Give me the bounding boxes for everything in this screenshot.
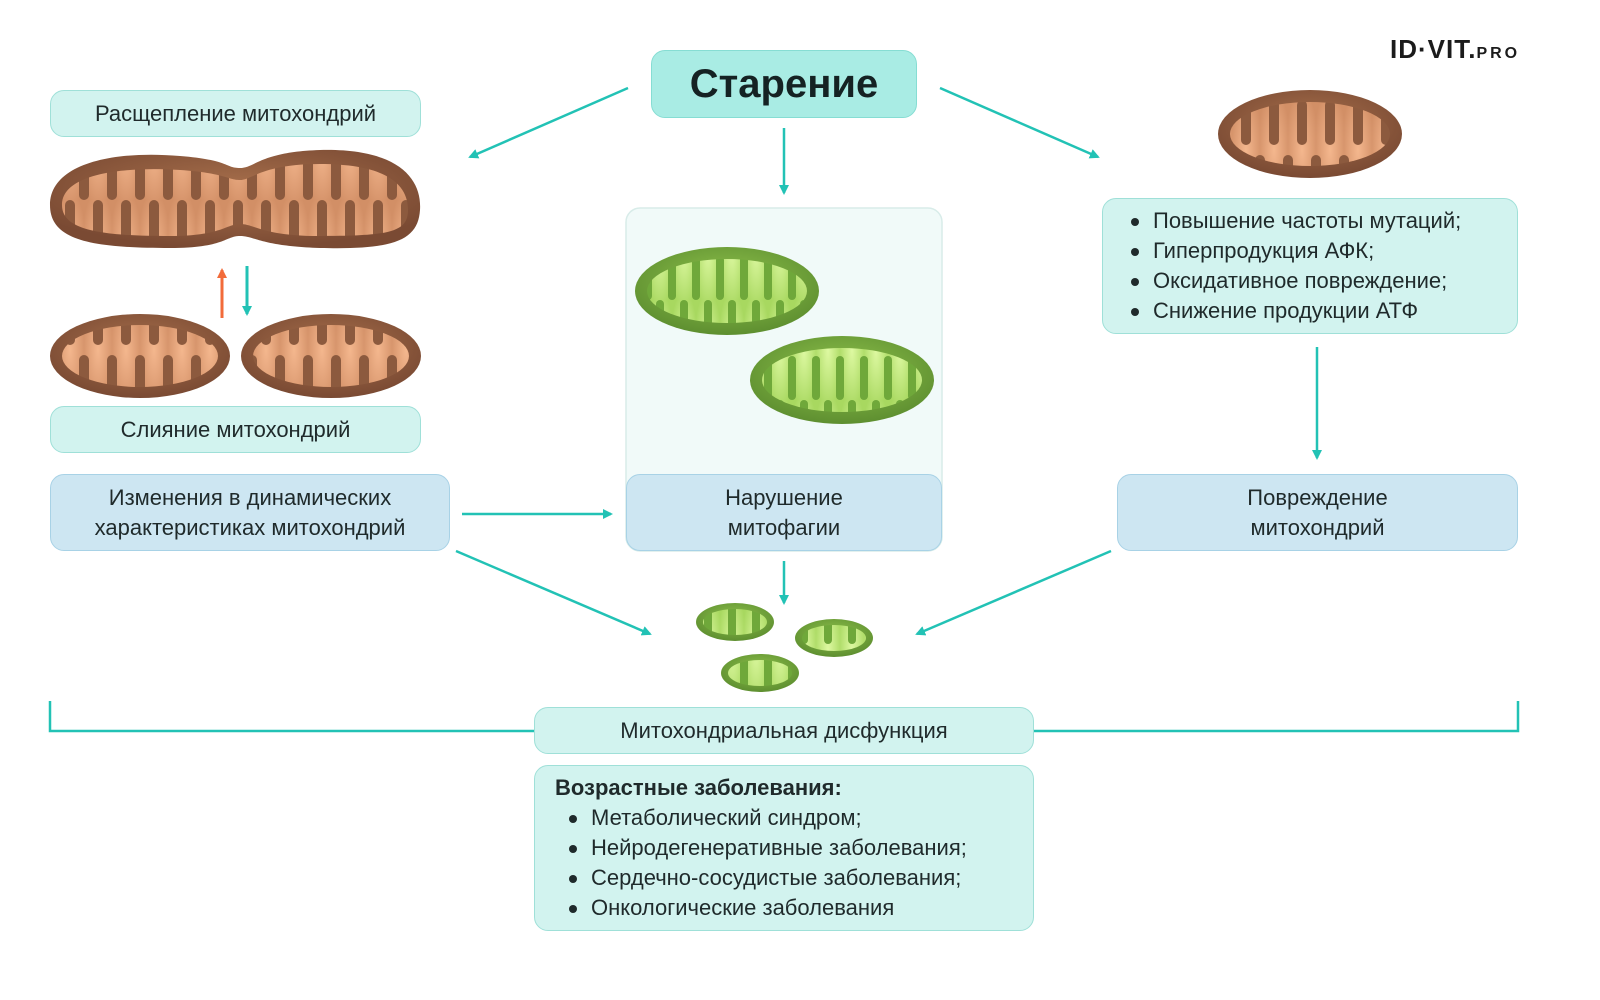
- logo-main: ID·VIT.: [1390, 34, 1477, 64]
- dysfunction-box: Митохондриальная дисфункция: [534, 707, 1034, 754]
- dynamics-box: Изменения в динамических характеристиках…: [50, 474, 450, 551]
- disease-item: Метаболический синдром;: [563, 803, 967, 833]
- mitophagy-box: Нарушение митофагии: [626, 474, 942, 551]
- dysfunction-bracket: [48, 701, 1520, 733]
- fission-box: Расщепление митохондрий: [50, 90, 421, 137]
- logo-suffix: PRO: [1476, 45, 1521, 62]
- dysfunction-label: Митохондриальная дисфункция: [620, 717, 948, 743]
- disease-item: Сердечно-сосудистые заболевания;: [563, 863, 967, 893]
- effect-item: Гиперпродукция АФК;: [1125, 236, 1461, 266]
- effect-item: Снижение продукции АТФ: [1125, 296, 1461, 326]
- diseases-heading: Возрастные заболевания:: [555, 775, 842, 800]
- fission-label: Расщепление митохондрий: [94, 100, 377, 126]
- idvit-logo: ID·VIT.PRO: [1390, 34, 1520, 65]
- aging-title: Старение: [651, 50, 917, 118]
- mitophagy-label: Нарушение митофагии: [725, 484, 843, 540]
- mito-fused: [50, 149, 421, 249]
- effects-list: Повышение частоты мутаций; Гиперпродукци…: [1125, 206, 1461, 326]
- dynamics-label: Изменения в динамических характеристиках…: [94, 484, 406, 540]
- effect-item: Оксидативное повреждение;: [1125, 266, 1461, 296]
- disease-item: Онкологические заболевания: [563, 893, 967, 923]
- arrow-dynamics-to-fragments: [455, 549, 652, 636]
- fusion-box: Слияние митохондрий: [50, 406, 421, 453]
- arrow-aging-to-left: [468, 86, 629, 159]
- diseases-box: Возрастные заболевания: Метаболический с…: [534, 765, 1034, 931]
- mito-split-left: [50, 314, 230, 398]
- damage-label: Повреждение митохондрий: [1247, 484, 1388, 540]
- disease-item: Нейродегенеративные заболевания;: [563, 833, 967, 863]
- mito-split-right: [241, 314, 421, 398]
- damage-box: Повреждение митохондрий: [1117, 474, 1518, 551]
- effects-box: Повышение частоты мутаций; Гиперпродукци…: [1102, 198, 1518, 334]
- mito-damaged: [1218, 90, 1402, 178]
- mito-fragment-3: [721, 654, 799, 692]
- mito-fragment-2: [795, 619, 873, 657]
- diseases-list: Метаболический синдром; Нейродегенератив…: [555, 803, 967, 923]
- mito-fragment-1: [696, 603, 774, 641]
- arrow-aging-to-right: [939, 86, 1100, 159]
- mito-green-2: [750, 336, 934, 424]
- arrow-damage-to-fragments: [915, 549, 1112, 636]
- mito-green-1: [635, 247, 819, 335]
- aging-title-text: Старение: [689, 62, 879, 106]
- fusion-label: Слияние митохондрий: [120, 416, 351, 442]
- effect-item: Повышение частоты мутаций;: [1125, 206, 1461, 236]
